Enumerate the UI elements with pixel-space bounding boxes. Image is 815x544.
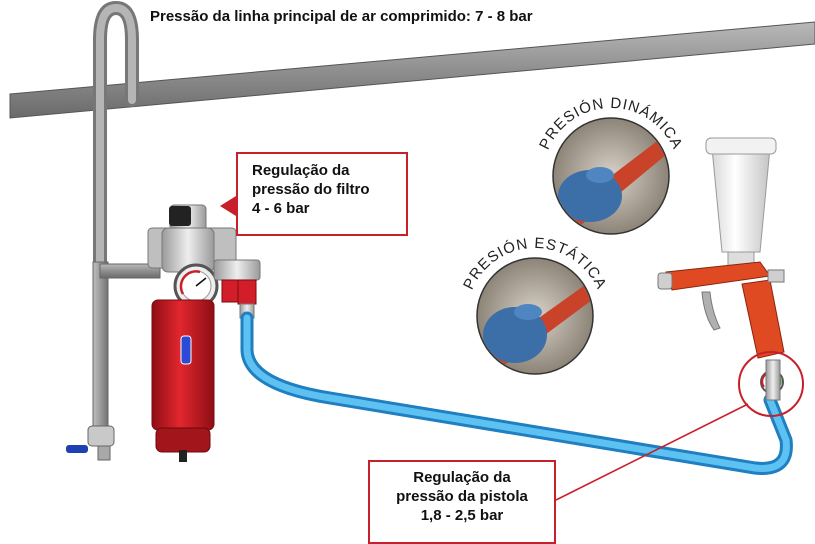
gun-callout-line-1: Regulação da: [413, 469, 511, 486]
gun-gauge-highlight: [738, 351, 804, 417]
filter-callout-line-2: pressão do filtro: [252, 181, 370, 198]
filter-callout-line-1: Regulação da: [252, 162, 350, 179]
gun-pressure-callout: Regulação da pressão da pistola 1,8 - 2,…: [368, 460, 556, 544]
gun-callout-line-3: 1,8 - 2,5 bar: [420, 507, 504, 524]
inset-static-pressure: PRESIÓN ESTÁTICA: [460, 235, 609, 375]
spray-gun: [657, 137, 804, 417]
gun-callout-line-2: pressão da pistola: [396, 488, 528, 505]
filter-regulator: [147, 204, 261, 462]
main-air-pipe: [9, 0, 815, 461]
gun-callout-leader: [555, 403, 749, 501]
filter-pressure-callout: Regulação da pressão do filtro 4 - 6 bar: [236, 152, 408, 236]
filter-callout-line-3: 4 - 6 bar: [252, 200, 310, 217]
regulator-knob: [169, 206, 191, 226]
inset-dynamic-pressure: PRESIÓN DINÁMICA: [536, 95, 685, 235]
filter-callout-pointer: [220, 196, 236, 216]
page-title: Pressão da linha principal de ar comprim…: [150, 8, 533, 25]
